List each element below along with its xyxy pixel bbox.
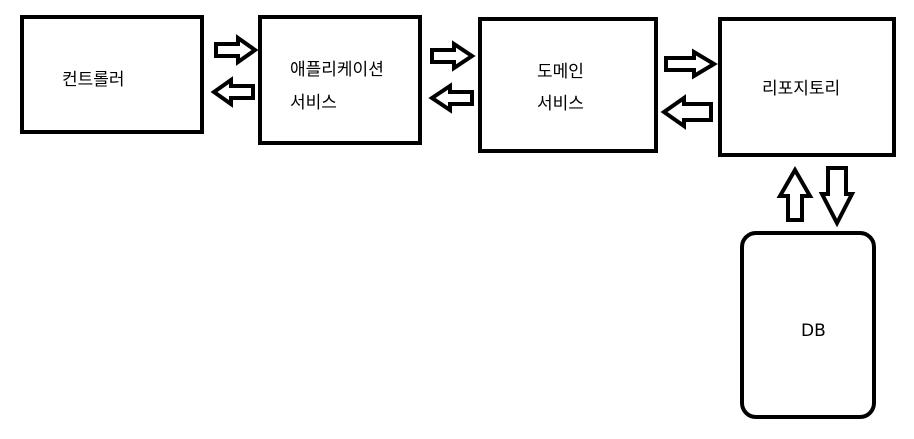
db-cylinder [740, 231, 876, 419]
application-service-label-line1: 애플리케이션 [290, 60, 384, 80]
application-service-label-line2: 서비스 [290, 93, 337, 113]
db-label: DB [801, 321, 826, 341]
arrow-left-domain-to-app [428, 82, 474, 114]
arrow-right-controller-to-app [214, 34, 259, 66]
arrow-right-app-to-domain [430, 40, 476, 72]
domain-service-label-line2: 서비스 [537, 94, 584, 114]
controller-label: 컨트롤러 [62, 70, 125, 90]
repository-box [718, 17, 896, 157]
arrow-up-db-to-repository [776, 165, 814, 222]
arrow-right-domain-to-repository [664, 48, 718, 80]
repository-label: 리포지토리 [762, 79, 841, 99]
arrow-down-repository-to-db [818, 166, 856, 228]
domain-service-box [478, 17, 658, 153]
domain-service-label-line1: 도메인 [537, 62, 584, 82]
application-service-box [258, 15, 422, 145]
controller-box [20, 15, 204, 134]
arrow-left-repository-to-domain [660, 94, 713, 130]
arrow-left-app-to-controller [210, 76, 255, 108]
